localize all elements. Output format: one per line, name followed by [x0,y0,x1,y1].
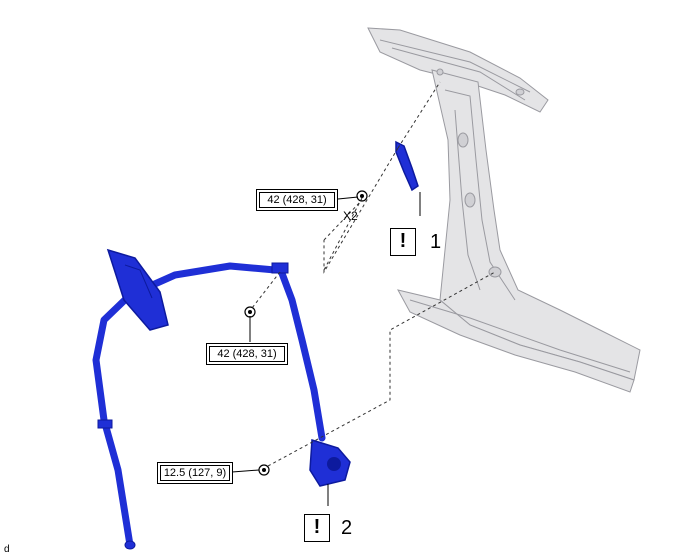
callout-number-1: 1 [430,231,442,253]
torque-value-lower: 12.5 (127, 9) [160,465,230,481]
belt-webbing [92,262,279,549]
retractor-strap [276,264,326,442]
bolt-lower-icon [258,464,270,476]
height-adjuster [395,140,419,192]
caution-icon-1: ! [390,228,416,256]
bolt-middle-icon [244,306,256,318]
figure-code: d [4,544,10,555]
bolts [244,190,368,476]
torque-value-middle: 42 (428, 31) [209,346,285,362]
dashed-guide-lines [251,81,496,467]
shoulder-anchor-plate [106,248,169,331]
vehicle-body-pillar [367,27,641,393]
torque-label-middle: 42 (428, 31) [206,343,288,365]
seat-belt-assembly [92,140,419,550]
caution-icon-2: ! [304,514,330,542]
bolt-upper-icon [356,190,368,202]
callout-number-2: 2 [341,517,353,539]
leader-lines [231,192,421,506]
torque-label-upper: 42 (428, 31) [256,189,338,211]
torque-value-upper: 42 (428, 31) [259,192,335,208]
quantity-label: X2 [343,209,358,223]
torque-label-lower: 12.5 (127, 9) [157,462,233,484]
